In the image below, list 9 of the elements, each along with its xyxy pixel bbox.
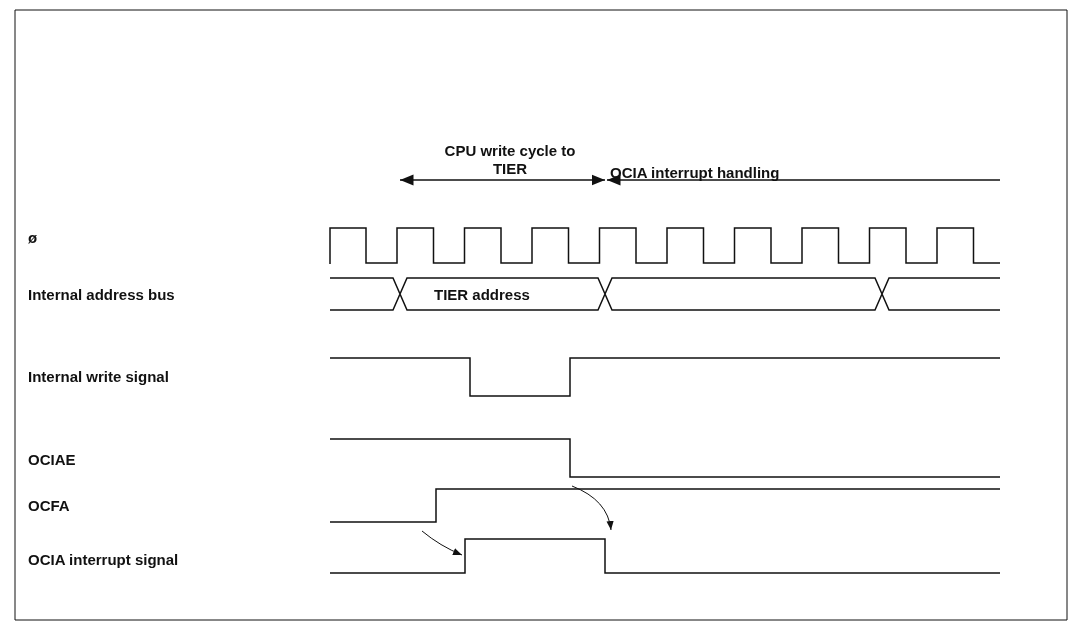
bus-value-label: TIER address: [434, 286, 530, 304]
signal-name: OCIAE: [28, 451, 76, 469]
signal-name: Internal write signal: [28, 368, 169, 386]
signal-name: Internal address bus: [28, 286, 175, 304]
time-span-label: OCIA interrupt handling: [610, 164, 780, 182]
signal-name: ø: [28, 229, 38, 247]
signal-name: OCFA: [28, 497, 70, 515]
time-span-label: CPU write cycle to TIER: [443, 142, 577, 178]
signal-name: OCIA interrupt signal: [28, 551, 179, 569]
